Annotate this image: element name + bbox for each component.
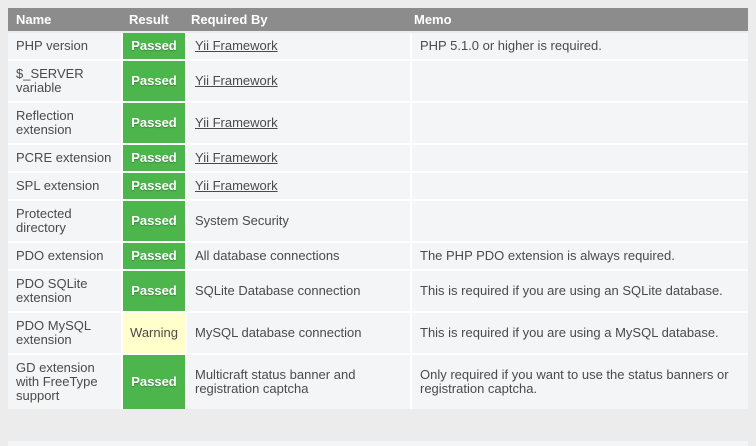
table-row: Reflection extension Passed Yii Framewor… — [8, 103, 748, 143]
table-row: $_SERVER variable Passed Yii Framework — [8, 61, 748, 101]
name-cell: PDO SQLite extension — [8, 271, 121, 311]
required-by-link[interactable]: Yii Framework — [195, 178, 278, 193]
column-header-result: Result — [129, 12, 169, 27]
required-by-cell: Yii Framework — [187, 103, 410, 143]
required-by-cell: Multicraft status banner and registratio… — [187, 355, 410, 409]
table-row: PHP version Passed Yii Framework PHP 5.1… — [8, 33, 748, 59]
table-row: GD extension with FreeType support Passe… — [8, 355, 748, 409]
table-row: SPL extension Passed Yii Framework — [8, 173, 748, 199]
next-section-sliver — [8, 441, 748, 446]
required-by-link[interactable]: Yii Framework — [195, 73, 278, 88]
required-by-cell: SQLite Database connection — [187, 271, 410, 311]
memo-cell: The PHP PDO extension is always required… — [412, 243, 748, 269]
column-header-memo: Memo — [414, 12, 452, 27]
required-by-cell: Yii Framework — [187, 61, 410, 101]
table-row: PCRE extension Passed Yii Framework — [8, 145, 748, 171]
name-cell: PDO MySQL extension — [8, 313, 121, 353]
result-badge: Passed — [123, 243, 185, 269]
name-cell: Reflection extension — [8, 103, 121, 143]
required-by-link[interactable]: Yii Framework — [195, 115, 278, 130]
table-row: PDO extension Passed All database connec… — [8, 243, 748, 269]
memo-cell — [412, 61, 748, 101]
memo-cell: PHP 5.1.0 or higher is required. — [412, 33, 748, 59]
table-row: Protected directory Passed System Securi… — [8, 201, 748, 241]
required-by-cell: All database connections — [187, 243, 410, 269]
result-badge: Passed — [123, 173, 185, 199]
result-badge: Passed — [123, 201, 185, 241]
required-by-cell: System Security — [187, 201, 410, 241]
required-by-link[interactable]: Yii Framework — [195, 150, 278, 165]
result-badge: Passed — [123, 103, 185, 143]
name-cell: SPL extension — [8, 173, 121, 199]
required-by-cell: Yii Framework — [187, 145, 410, 171]
required-by-link[interactable]: Yii Framework — [195, 38, 278, 53]
table-header-row: Name Result Required By Memo — [8, 8, 748, 31]
memo-cell: This is required if you are using an SQL… — [412, 271, 748, 311]
name-cell: Protected directory — [8, 201, 121, 241]
memo-cell — [412, 103, 748, 143]
column-header-required-by: Required By — [191, 12, 268, 27]
name-cell: GD extension with FreeType support — [8, 355, 121, 409]
result-badge: Warning — [123, 313, 185, 353]
result-badge: Passed — [123, 355, 185, 409]
required-by-cell: Yii Framework — [187, 173, 410, 199]
name-cell: $_SERVER variable — [8, 61, 121, 101]
table-body: PHP version Passed Yii Framework PHP 5.1… — [8, 33, 748, 409]
table-row: PDO SQLite extension Passed SQLite Datab… — [8, 271, 748, 311]
name-cell: PCRE extension — [8, 145, 121, 171]
name-cell: PHP version — [8, 33, 121, 59]
result-badge: Passed — [123, 61, 185, 101]
memo-cell — [412, 145, 748, 171]
memo-cell — [412, 173, 748, 199]
requirements-table: Name Result Required By Memo PHP version… — [8, 8, 748, 409]
required-by-cell: Yii Framework — [187, 33, 410, 59]
result-badge: Passed — [123, 33, 185, 59]
memo-cell: Only required if you want to use the sta… — [412, 355, 748, 409]
required-by-cell: MySQL database connection — [187, 313, 410, 353]
result-badge: Passed — [123, 271, 185, 311]
table-row: PDO MySQL extension Warning MySQL databa… — [8, 313, 748, 353]
column-header-name: Name — [16, 12, 52, 27]
memo-cell — [412, 201, 748, 241]
memo-cell: This is required if you are using a MySQ… — [412, 313, 748, 353]
result-badge: Passed — [123, 145, 185, 171]
name-cell: PDO extension — [8, 243, 121, 269]
